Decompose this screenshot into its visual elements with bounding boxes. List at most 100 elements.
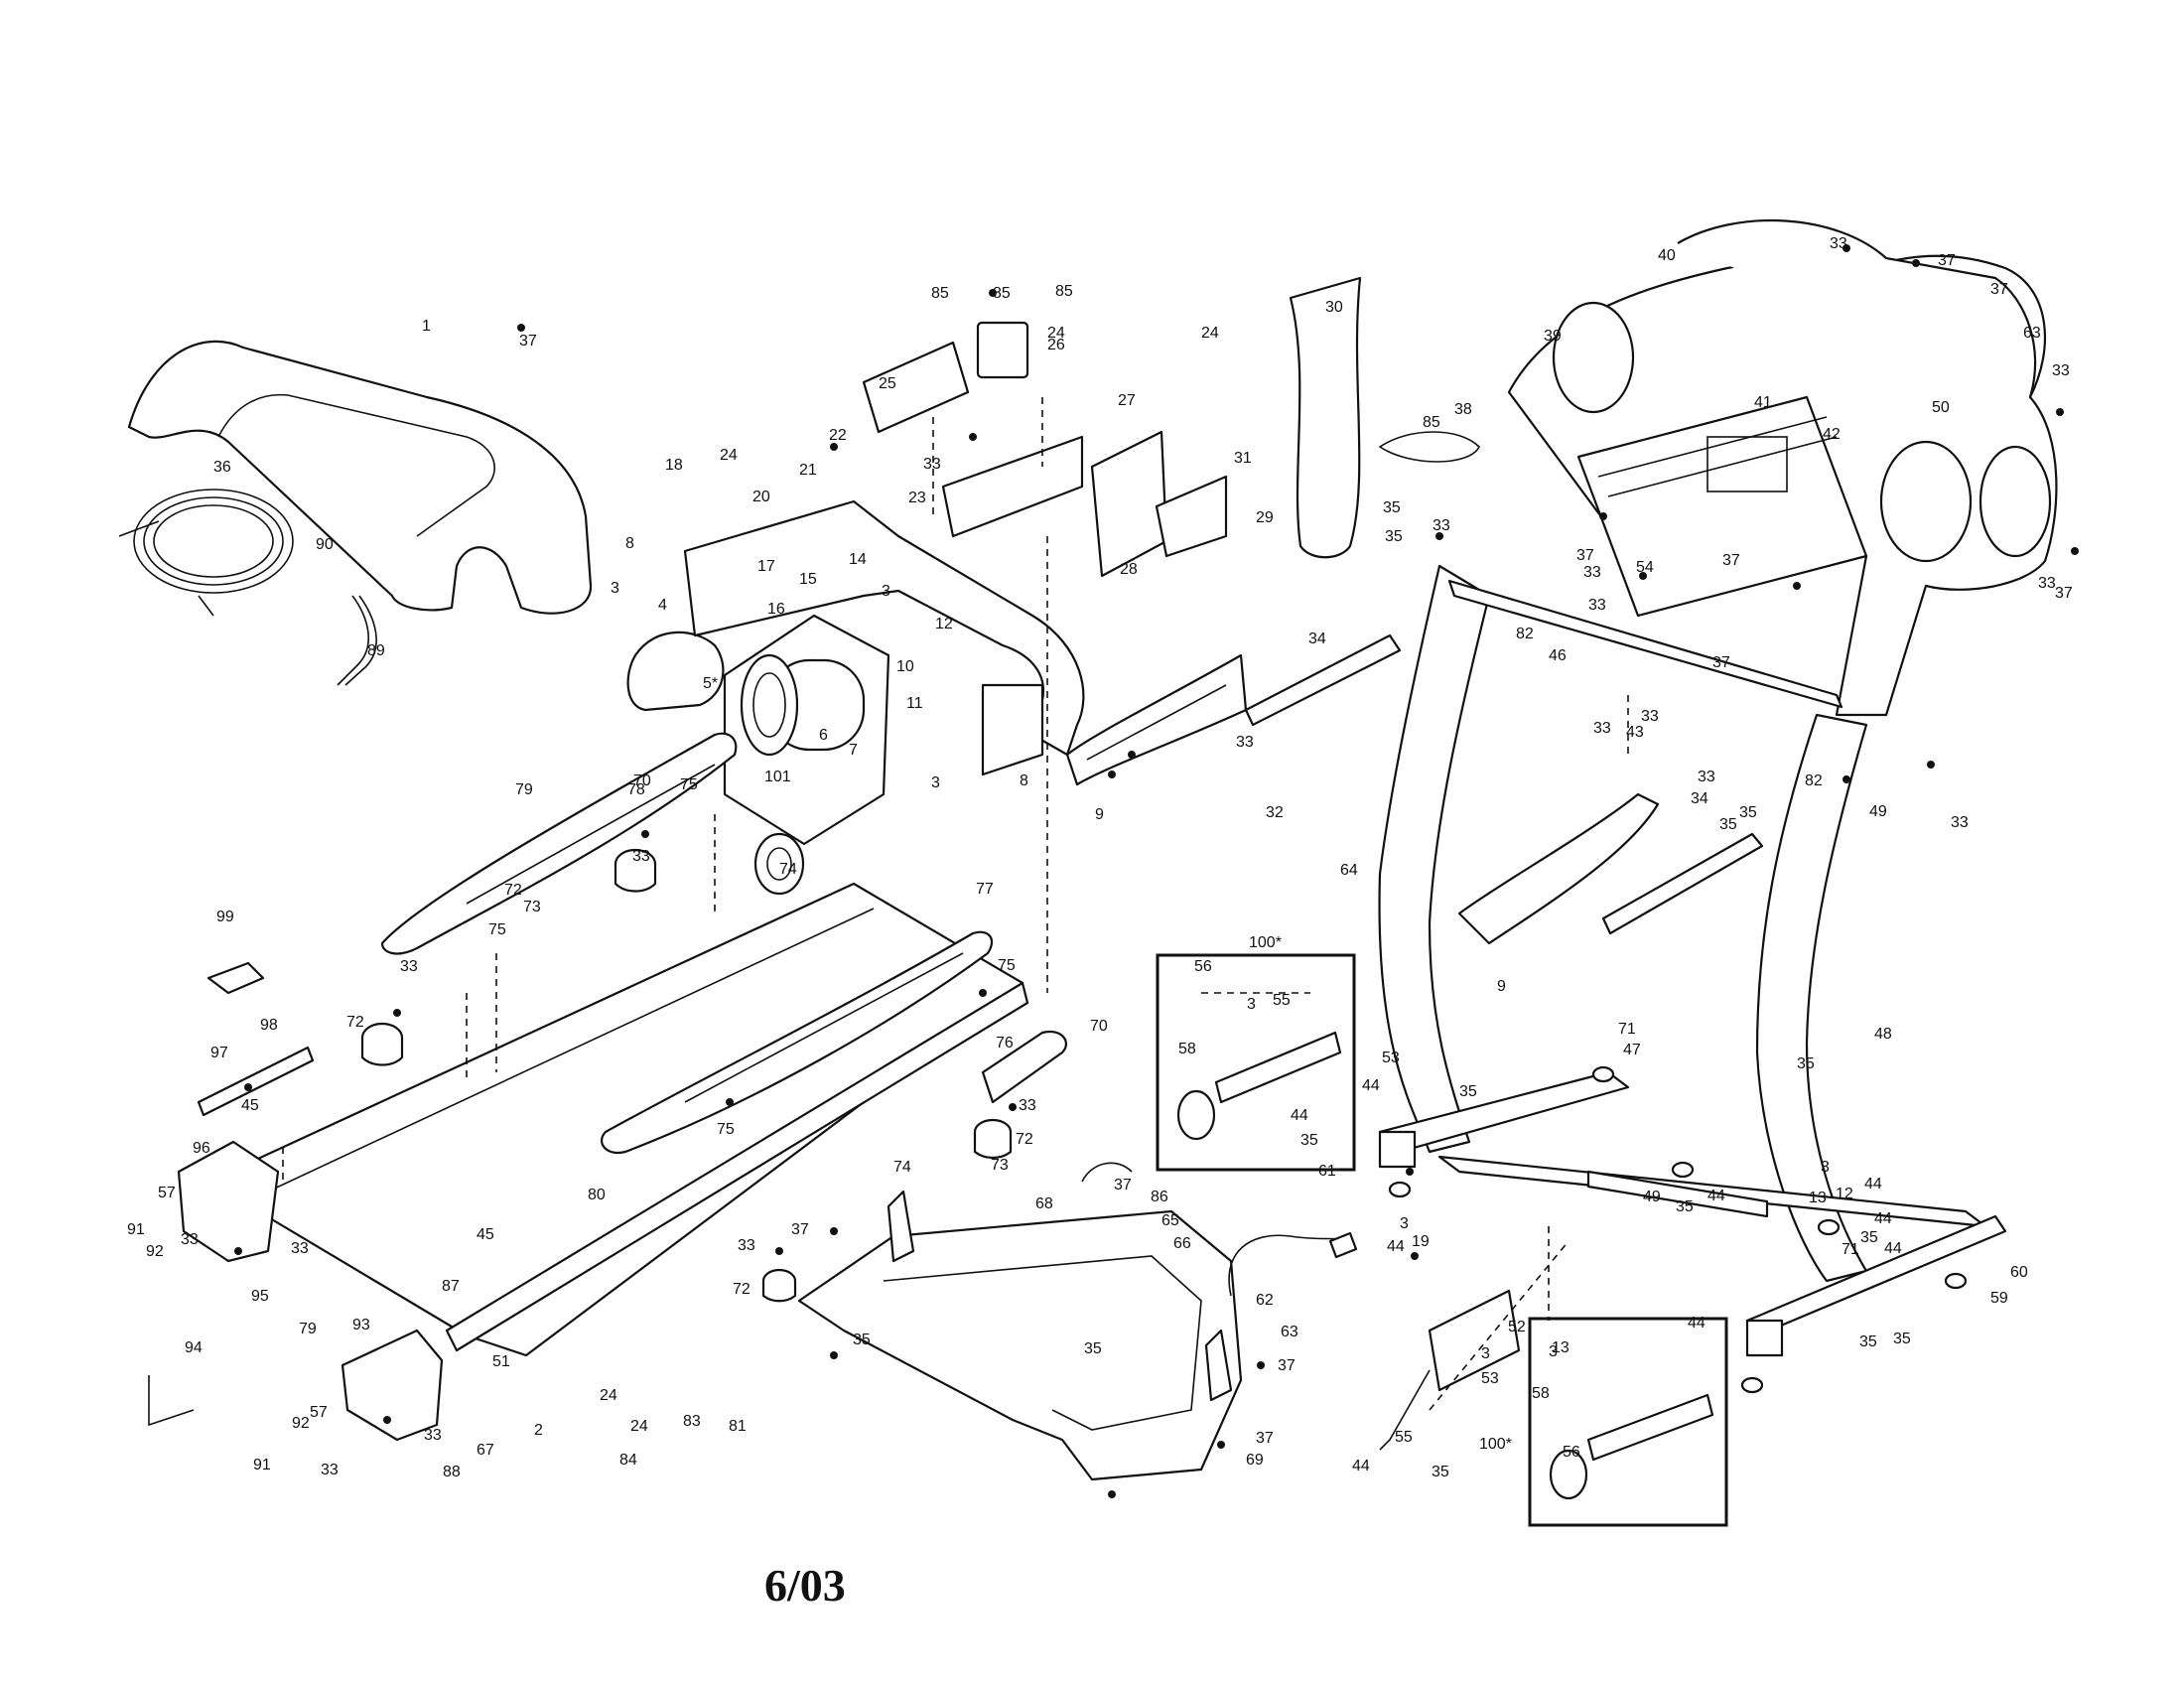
callout-75: 75 xyxy=(488,921,506,938)
callout-46: 46 xyxy=(1549,647,1567,664)
callout-100-star: 100* xyxy=(1249,934,1282,951)
motor-hood xyxy=(127,340,593,615)
callout-91: 91 xyxy=(127,1221,145,1238)
handrail-right xyxy=(1457,792,1660,945)
callout-85: 85 xyxy=(993,285,1011,302)
callout-63: 63 xyxy=(1281,1324,1298,1340)
callout-29: 29 xyxy=(1256,509,1274,526)
callout-57: 57 xyxy=(158,1185,176,1201)
crossbar-34-bottom xyxy=(1601,832,1764,935)
callout-44: 44 xyxy=(1874,1210,1892,1227)
rear-endcap-93 xyxy=(341,1329,444,1442)
callout-33: 33 xyxy=(400,958,418,975)
callout-75: 75 xyxy=(680,776,698,793)
callout-62: 62 xyxy=(1256,1292,1274,1309)
callout-44: 44 xyxy=(1352,1458,1370,1474)
callout-35: 35 xyxy=(1432,1464,1449,1480)
callout-33: 33 xyxy=(181,1231,199,1248)
crossbar-34-top xyxy=(1244,633,1402,727)
callout-85: 85 xyxy=(1423,414,1440,431)
callout-25: 25 xyxy=(879,375,896,392)
callout-33: 33 xyxy=(2052,362,2070,379)
callout-78: 78 xyxy=(627,781,645,798)
callout-58: 58 xyxy=(1532,1385,1550,1402)
callout-44: 44 xyxy=(1688,1315,1706,1332)
callout-44: 44 xyxy=(1387,1238,1405,1255)
upright-left xyxy=(1378,564,1491,1154)
callout-30: 30 xyxy=(1325,299,1343,316)
side-rail-76 xyxy=(601,930,994,1155)
callout-74: 74 xyxy=(779,861,797,878)
callout-33: 33 xyxy=(1583,564,1601,581)
callout-35: 35 xyxy=(1719,816,1737,833)
fasteners xyxy=(234,244,2079,1498)
callout-7: 7 xyxy=(849,742,858,759)
callout-24: 24 xyxy=(1047,325,1065,342)
callout-35: 35 xyxy=(1300,1132,1318,1149)
callout-64: 64 xyxy=(1340,862,1358,879)
gauge-50 xyxy=(1879,440,1973,563)
callout-76: 76 xyxy=(996,1035,1014,1052)
callout-2: 2 xyxy=(534,1422,543,1439)
callout-100-star: 100* xyxy=(1479,1436,1512,1453)
callout-59: 59 xyxy=(1990,1290,2008,1307)
callout-24: 24 xyxy=(630,1418,648,1435)
gauge-right xyxy=(1979,445,2052,558)
callout-72: 72 xyxy=(504,882,522,899)
allen-wrench xyxy=(148,1375,195,1427)
callout-33: 33 xyxy=(1698,769,1715,785)
callout-72: 72 xyxy=(733,1281,751,1298)
callout-91: 91 xyxy=(253,1457,271,1474)
callout-33: 33 xyxy=(321,1462,339,1478)
callout-92: 92 xyxy=(292,1415,310,1432)
callout-3: 3 xyxy=(611,580,619,597)
callout-8: 8 xyxy=(1020,772,1028,789)
callout-37: 37 xyxy=(1990,281,2008,298)
inset-box-left xyxy=(1156,953,1356,1172)
callout-56: 56 xyxy=(1563,1444,1580,1461)
callout-71: 71 xyxy=(1842,1241,1859,1258)
motor-assembly xyxy=(723,614,890,846)
walking-deck xyxy=(206,882,1029,1357)
callout-68: 68 xyxy=(1035,1195,1053,1212)
inset-box-right xyxy=(1528,1317,1728,1527)
callout-57: 57 xyxy=(310,1404,328,1421)
callout-44: 44 xyxy=(1707,1188,1725,1204)
callout-45: 45 xyxy=(241,1097,259,1114)
callout-33: 33 xyxy=(1019,1097,1036,1114)
callout-15: 15 xyxy=(799,571,817,588)
bracket-99 xyxy=(206,961,265,995)
callout-44: 44 xyxy=(1362,1077,1380,1094)
footer-date: 6/03 xyxy=(764,1560,846,1611)
callout-37: 37 xyxy=(1278,1357,1296,1374)
callout-44: 44 xyxy=(1291,1107,1308,1124)
callout-9: 9 xyxy=(1095,806,1104,823)
callout-35: 35 xyxy=(1084,1340,1102,1357)
callout-37: 37 xyxy=(519,333,537,350)
callout-labels: 13736908918242021228345*6717151416312101… xyxy=(127,235,2073,1480)
callout-21: 21 xyxy=(799,462,817,479)
cable-85 xyxy=(1378,431,1480,463)
callout-95: 95 xyxy=(251,1288,269,1305)
callout-94: 94 xyxy=(185,1339,203,1356)
callout-37: 37 xyxy=(1114,1177,1132,1193)
callout-41: 41 xyxy=(1754,394,1772,411)
callout-92: 92 xyxy=(146,1243,164,1260)
cable-coil-36 xyxy=(118,489,294,617)
controller-board xyxy=(1090,430,1228,578)
callout-34: 34 xyxy=(1691,790,1708,807)
callout-33: 33 xyxy=(1588,597,1606,614)
callout-3: 3 xyxy=(1549,1343,1558,1360)
callout-6: 6 xyxy=(819,727,828,744)
callout-8: 8 xyxy=(625,535,634,552)
callout-33: 33 xyxy=(1593,720,1611,737)
isolator-72a xyxy=(360,1022,404,1066)
callout-63: 63 xyxy=(2023,325,2041,342)
callout-48: 48 xyxy=(1874,1026,1892,1043)
callout-33: 33 xyxy=(1830,235,1847,252)
callout-66: 66 xyxy=(1173,1235,1191,1252)
callout-88: 88 xyxy=(443,1464,461,1480)
callout-5-star: 5* xyxy=(703,675,718,692)
callout-99: 99 xyxy=(216,909,234,925)
callout-65: 65 xyxy=(1161,1212,1179,1229)
